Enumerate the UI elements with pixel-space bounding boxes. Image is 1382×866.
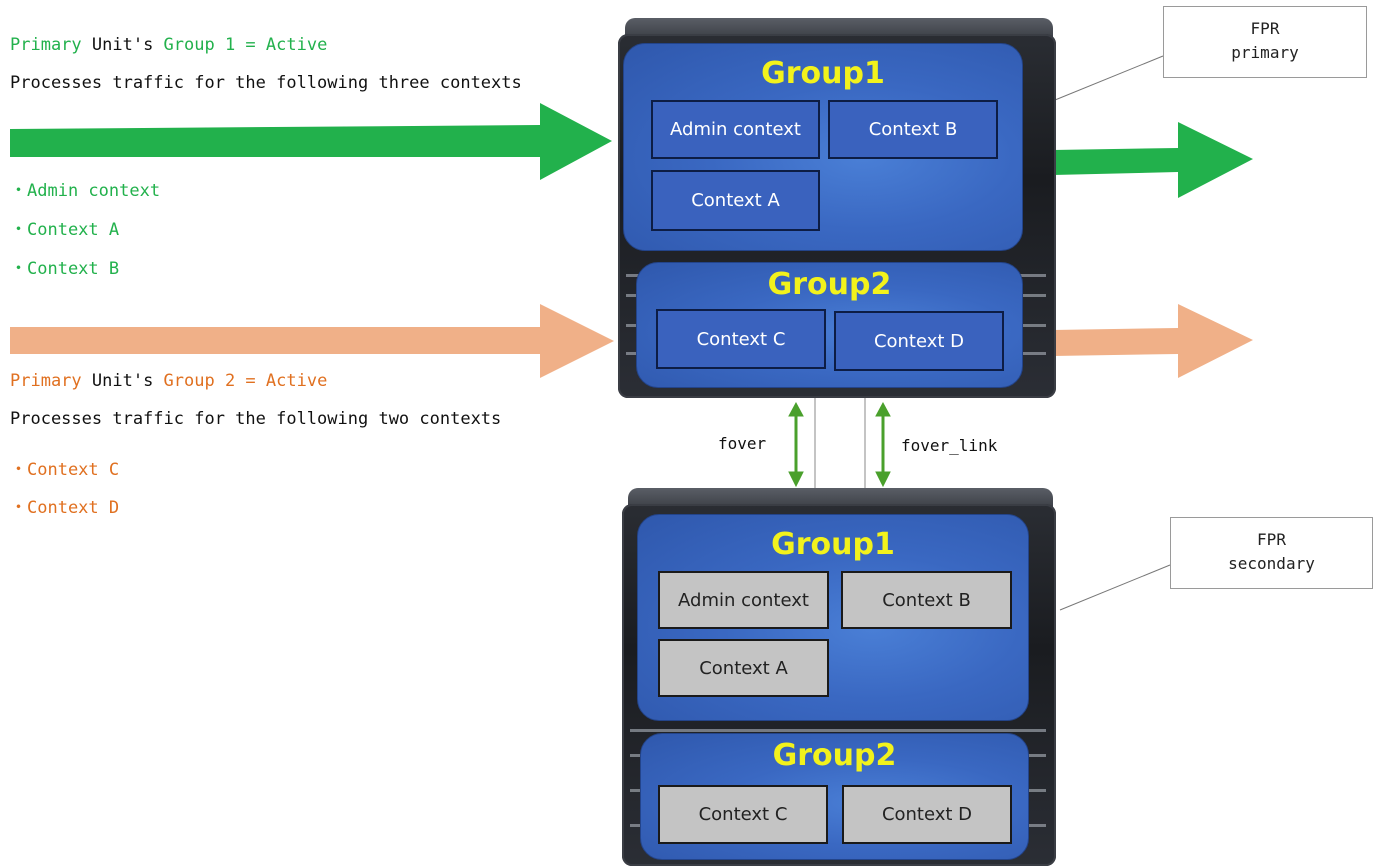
primary-label-top: FPR [1250, 19, 1280, 38]
primary-group1-context-b: Context B [828, 100, 998, 159]
secondary-group2-context-c: Context C [658, 785, 828, 844]
group2-traffic-arrow-in [10, 304, 614, 378]
group1-bullet-context-a: ・Context A [10, 220, 120, 240]
group1-active-text: Group 1 = Active [163, 35, 328, 55]
secondary-unit-label: FPR secondary [1170, 517, 1373, 589]
unit-word-2: Unit's [81, 371, 164, 391]
secondary-group1-context-a: Context A [658, 639, 829, 697]
primary-group1-admin-context: Admin context [651, 100, 820, 159]
primary-group1-panel: Group1 Admin context Context B Context A [623, 43, 1023, 251]
fover-link-bidirectional-arrow [875, 401, 891, 488]
primary-word: Primary [10, 35, 82, 55]
primary-callout-line [1054, 55, 1164, 101]
primary-group1-context-a: Context A [651, 170, 820, 231]
fover-label: fover [718, 434, 767, 453]
primary-group1-title: Group1 [761, 56, 885, 91]
group1-bullet-context-b: ・Context B [10, 259, 120, 279]
primary-group2-context-d: Context D [834, 311, 1004, 371]
group1-traffic-arrow-in [10, 103, 612, 180]
secondary-group1-context-b: Context B [841, 571, 1012, 629]
primary-unit-label: FPR primary [1163, 6, 1367, 78]
group2-traffic-arrow-out [1053, 304, 1253, 378]
group1-bullet-admin: ・Admin context [10, 181, 161, 201]
secondary-callout-line [1059, 564, 1171, 611]
group2-active-text: Group 2 = Active [163, 371, 328, 391]
primary-word-2: Primary [10, 371, 82, 391]
secondary-group1-title: Group1 [771, 527, 895, 562]
secondary-group1-admin-context: Admin context [658, 571, 829, 629]
unit-word: Unit's [81, 35, 164, 55]
group1-traffic-arrow-out [1053, 122, 1253, 198]
group2-bullet-context-d: ・Context D [10, 498, 120, 518]
group2-status-line: Primary Unit's Group 2 = Active [10, 371, 327, 391]
group1-status-line: Primary Unit's Group 1 = Active [10, 35, 327, 55]
secondary-group1-panel: Group1 Admin context Context B Context A [637, 514, 1029, 721]
primary-label-bottom: primary [1231, 43, 1299, 62]
secondary-group2-panel: Group2 Context C Context D [640, 733, 1029, 860]
secondary-group2-context-d: Context D [842, 785, 1012, 844]
fover-bidirectional-arrow [788, 401, 804, 488]
primary-group2-title: Group2 [767, 267, 892, 302]
group1-description: Processes traffic for the following thre… [10, 73, 522, 93]
primary-group2-context-c: Context C [656, 309, 826, 369]
secondary-group2-title: Group2 [772, 738, 897, 773]
secondary-label-bottom: secondary [1228, 554, 1315, 573]
fover-link-label: fover_link [901, 436, 998, 455]
group2-description: Processes traffic for the following two … [10, 409, 502, 429]
primary-group2-panel: Group2 Context C Context D [636, 262, 1023, 388]
group2-bullet-context-c: ・Context C [10, 460, 120, 480]
secondary-label-top: FPR [1257, 530, 1286, 549]
